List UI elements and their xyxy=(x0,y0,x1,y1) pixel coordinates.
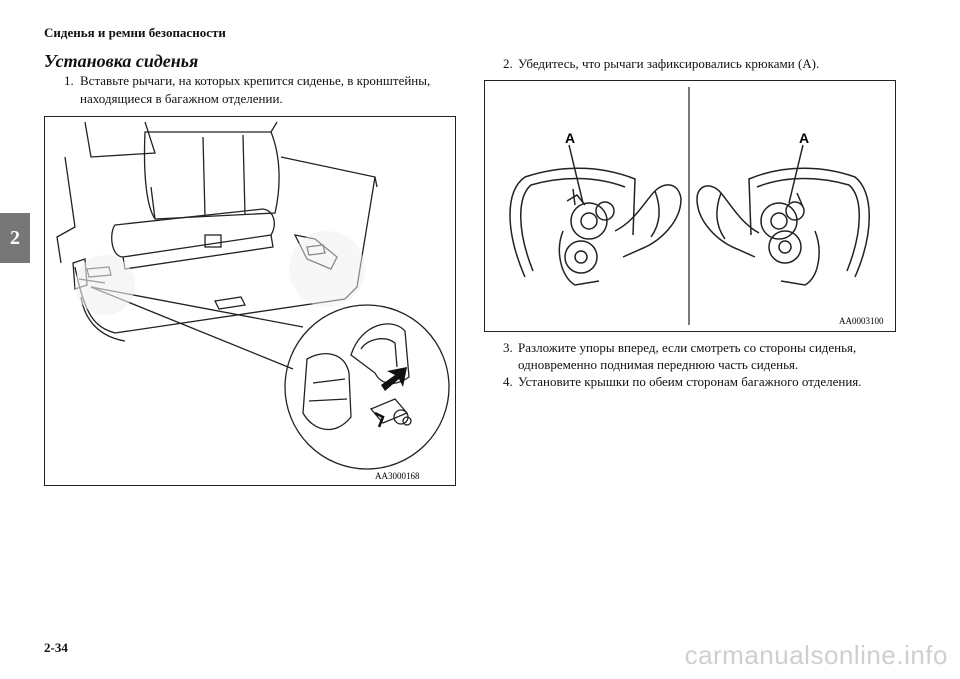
hook-check-figure: A A AA0003100 xyxy=(484,80,896,332)
chapter-tab: 2 xyxy=(0,213,30,263)
watermark: carmanualsonline.info xyxy=(684,640,948,670)
hook-check-illustration: A A AA0003100 xyxy=(509,87,884,326)
step-1-text-line1: Вставьте рычаги, на которых крепится сид… xyxy=(80,73,431,88)
step-1-text-line2: находящиеся в багажном отделении. xyxy=(80,91,283,106)
seat-installation-figure: AA3000168 xyxy=(44,116,456,486)
step-2-text: Убедитесь, что рычаги зафиксировались кр… xyxy=(518,56,820,71)
step-3-text-line2: одновременно поднимая переднюю часть сид… xyxy=(518,357,799,372)
hook-label-a-right: A xyxy=(799,130,809,146)
right-figure-code: AA0003100 xyxy=(839,316,884,326)
step-3-text-line1: Разложите упоры вперед, если смотреть со… xyxy=(518,340,857,355)
left-figure-code: AA3000168 xyxy=(375,471,420,481)
step-3-number: 3. xyxy=(503,340,513,355)
step-2-number: 2. xyxy=(503,56,513,71)
seat-installation-illustration: AA3000168 xyxy=(56,121,450,481)
step-4-text: Установите крышки по обеим сторонам бага… xyxy=(518,374,862,389)
step-4-number: 4. xyxy=(503,374,513,389)
page-number: 2-34 xyxy=(44,640,68,655)
hook-label-a-left: A xyxy=(565,130,575,146)
step-1-number: 1. xyxy=(64,73,74,88)
section-heading: Установка сиденья xyxy=(44,51,199,71)
section-header: Сиденья и ремни безопасности xyxy=(44,25,226,40)
